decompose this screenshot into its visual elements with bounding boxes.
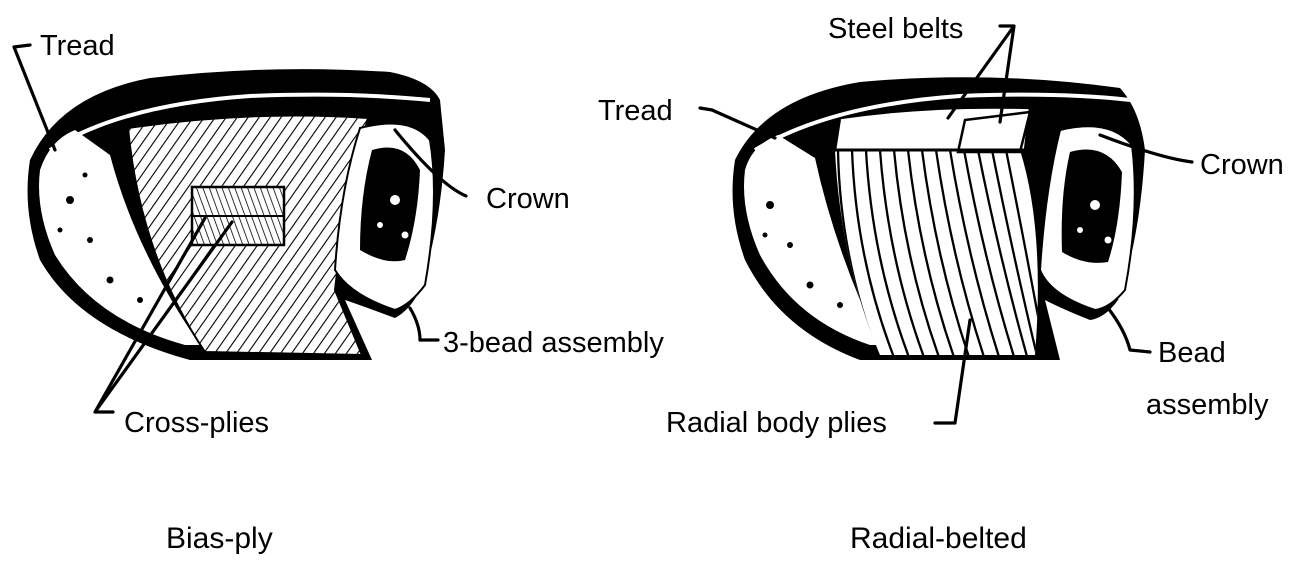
radial-belted-tire [700,26,1192,423]
bias-ply-tire [14,45,466,412]
bead-leader-left [410,308,438,340]
steel-belts-label: Steel belts [828,13,963,45]
bead-label-right-line2: assembly [1146,389,1269,421]
bead-leader-right [1108,308,1150,352]
bias-ply-caption: Bias-ply [166,522,273,555]
cross-plies-label: Cross-plies [124,407,269,439]
radial-belted-caption: Radial-belted [850,522,1027,555]
radial-plies-label: Radial body plies [666,407,887,439]
bead-label-right-line1: Bead [1158,337,1226,369]
crown-label-right: Crown [1200,149,1284,181]
crown-label-left: Crown [486,183,570,215]
tread-label-left: Tread [40,30,115,62]
bead-label-left: 3-bead assembly [443,327,664,359]
tread-label-right: Tread [598,95,673,127]
